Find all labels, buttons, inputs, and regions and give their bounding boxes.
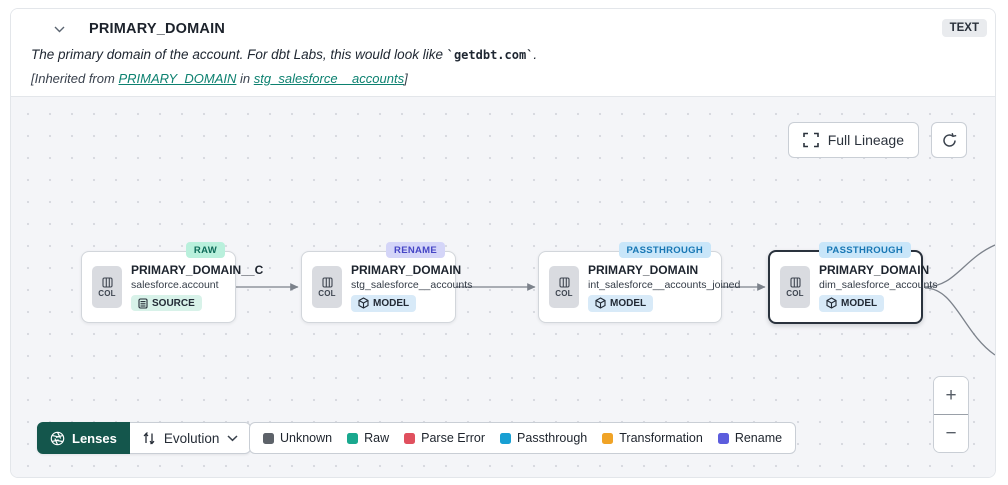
legend-item-transformation: Transformation <box>602 431 703 445</box>
resource-type-badge: MODEL <box>588 294 654 312</box>
column-chip: COL <box>312 266 342 308</box>
expand-icon <box>802 132 819 148</box>
legend-swatch <box>347 432 359 444</box>
zoom-controls: + − <box>933 376 969 453</box>
resource-type-badge: SOURCE <box>131 295 202 311</box>
collapse-chevron-icon[interactable] <box>51 21 67 37</box>
columns-icon <box>558 276 570 288</box>
legend-item-unknown: Unknown <box>263 431 332 445</box>
column-chip: COL <box>92 266 122 308</box>
chevron-down-icon <box>227 434 238 441</box>
legend-item-passthrough: Passthrough <box>500 431 587 445</box>
evolution-tag: PASSTHROUGH <box>818 242 911 258</box>
evolution-tag: PASSTHROUGH <box>618 242 711 258</box>
column-chip: COL <box>549 266 579 308</box>
legend-swatch <box>602 432 614 444</box>
lenses-toolbar: Lenses Evolution <box>37 422 252 454</box>
column-title: PRIMARY_DOMAIN <box>89 21 225 37</box>
evolution-legend: Unknown Raw Parse Error Passthrough Tran… <box>249 422 797 454</box>
lens-dropdown[interactable]: Evolution <box>129 422 252 454</box>
lineage-node-dim-selected[interactable]: PASSTHROUGH COL PRIMARY_DOMAIN dim_sales… <box>768 242 937 324</box>
node-column-name: PRIMARY_DOMAIN <box>351 262 462 277</box>
inherited-column-link[interactable]: PRIMARY_DOMAIN <box>118 71 237 86</box>
node-model-name: dim_salesforce_accounts <box>819 278 938 291</box>
column-header: PRIMARY_DOMAIN TEXT The primary domain o… <box>11 9 995 97</box>
model-cube-icon <box>358 297 369 309</box>
inherited-model-link[interactable]: stg_salesforce__accounts <box>253 71 405 86</box>
full-lineage-button[interactable]: Full Lineage <box>787 122 919 158</box>
lineage-canvas[interactable]: Full Lineage RAW COL PRIMARY_DOM <box>11 97 995 477</box>
refresh-button[interactable] <box>931 122 967 158</box>
zoom-out-button[interactable]: − <box>934 415 968 452</box>
legend-swatch <box>404 432 416 444</box>
resource-type-badge: MODEL <box>819 294 885 312</box>
columns-icon <box>789 276 801 288</box>
inherited-from-note: [Inherited from PRIMARY_DOMAIN in stg_sa… <box>31 71 408 86</box>
column-type-badge: TEXT <box>941 19 987 37</box>
node-model-name: salesforce.account <box>131 279 219 291</box>
evolution-tag: RENAME <box>386 242 445 258</box>
node-model-name: int_salesforce__accounts_joined <box>588 278 741 291</box>
lineage-card: PRIMARY_DOMAIN TEXT The primary domain o… <box>10 8 996 478</box>
legend-item-raw: Raw <box>347 431 389 445</box>
legend-swatch <box>500 432 512 444</box>
lineage-node-source[interactable]: RAW COL PRIMARY_DOMAIN__C salesforce.acc… <box>81 242 263 323</box>
node-column-name: PRIMARY_DOMAIN <box>819 262 930 277</box>
lineage-node-staging[interactable]: RENAME COL PRIMARY_DOMAIN stg_salesforce… <box>301 242 472 323</box>
evolution-icon <box>143 431 155 444</box>
columns-icon <box>321 276 333 288</box>
model-cube-icon <box>826 297 837 309</box>
resource-type-badge: MODEL <box>351 294 417 312</box>
lenses-button[interactable]: Lenses <box>37 422 130 454</box>
column-chip: COL <box>780 266 810 308</box>
lineage-node-intermediate[interactable]: PASSTHROUGH COL PRIMARY_DOMAIN int_sales… <box>538 242 740 323</box>
aperture-icon <box>50 431 65 445</box>
legend-item-rename: Rename <box>717 431 782 445</box>
refresh-icon <box>941 132 958 149</box>
full-lineage-label: Full Lineage <box>827 132 904 148</box>
model-cube-icon <box>595 297 606 309</box>
lens-selected-value: Evolution <box>163 430 220 446</box>
lenses-label: Lenses <box>72 430 117 446</box>
legend-swatch <box>263 432 274 444</box>
node-column-name: PRIMARY_DOMAIN__C <box>131 263 264 277</box>
source-icon <box>138 297 148 309</box>
columns-icon <box>101 276 113 288</box>
evolution-tag: RAW <box>185 242 225 258</box>
node-model-name: stg_salesforce__accounts <box>351 278 473 291</box>
zoom-in-button[interactable]: + <box>934 377 968 415</box>
legend-swatch <box>717 432 729 444</box>
node-column-name: PRIMARY_DOMAIN <box>588 262 699 277</box>
column-description: The primary domain of the account. For d… <box>31 47 538 62</box>
code-snippet: `getdbt.com` <box>446 48 534 62</box>
legend-item-parse-error: Parse Error <box>404 431 485 445</box>
